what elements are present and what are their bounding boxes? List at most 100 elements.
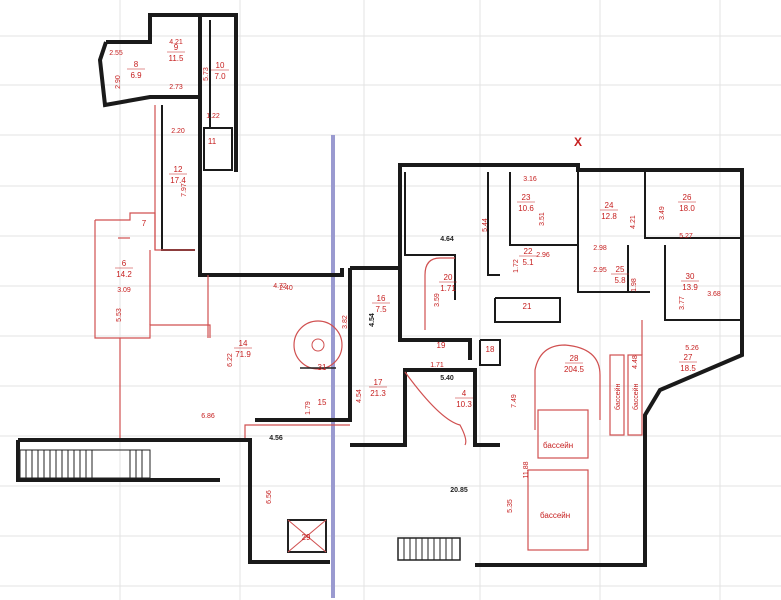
room-number-14: 14 xyxy=(239,339,248,348)
room-number-16: 16 xyxy=(377,294,386,303)
dimension-label: 3.77 xyxy=(679,296,686,310)
room-number-19: 19 xyxy=(437,341,446,350)
dimension-labels: 2.55 2.90 4.21 2.73 5.73 1.22 2.20 7.97 3.09 5.53… xyxy=(109,39,721,513)
dimension-label: 2.55 xyxy=(109,50,123,57)
spiral-stair xyxy=(293,320,343,370)
room-number-20: 20 xyxy=(444,273,453,282)
room-number-23: 23 xyxy=(522,193,531,202)
dimension-label: 2.96 xyxy=(536,252,550,259)
room-number-25: 25 xyxy=(616,265,625,274)
dimension-label: 4.21 xyxy=(169,39,183,46)
pool-label-top: бассейн xyxy=(543,441,573,450)
dimension-label: 7.97 xyxy=(181,183,188,197)
room-area-14: 71.9 xyxy=(235,350,251,359)
dimension-label: 2.20 xyxy=(171,128,185,135)
dimension-label: 1.22 xyxy=(206,113,220,120)
axis-mark: X xyxy=(574,135,582,149)
dimension-label: 3.82 xyxy=(342,315,349,329)
left-partitions xyxy=(94,105,350,441)
dimension-label: 4.54 xyxy=(369,313,376,327)
pool-label-vertical-1: бассейн xyxy=(614,383,622,410)
room-area-28: 204.5 xyxy=(564,365,585,374)
room-labels: 8 6.9 9 11.5 10 7.0 11 12 17.4 7 6 14.2 14 71.9 15 16 7.… xyxy=(115,43,699,542)
lift-29 xyxy=(287,519,327,553)
room-area-17: 21.3 xyxy=(370,389,386,398)
room-area-4: 10.3 xyxy=(456,400,472,409)
room-number-30: 30 xyxy=(686,272,695,281)
dimension-label: 4.48 xyxy=(632,355,639,369)
dimension-label: 1.98 xyxy=(631,278,638,292)
pool-labels: бассейн бассейн бассейн бассейн xyxy=(540,383,640,520)
dimension-label: 5.27 xyxy=(679,233,693,240)
dimension-label: 1.72 xyxy=(513,259,520,273)
room-number-8: 8 xyxy=(134,60,139,69)
dimension-label: 4.21 xyxy=(630,215,637,229)
dimension-label: 4.64 xyxy=(440,236,454,243)
dimension-label: 6.22 xyxy=(227,353,234,367)
room-area-6: 14.2 xyxy=(116,270,132,279)
dimension-label: 2.73 xyxy=(169,84,183,91)
stairs-center xyxy=(397,537,461,561)
dimension-label: 2.90 xyxy=(115,75,122,89)
dimension-label: 3.09 xyxy=(117,287,131,294)
room-area-27: 18.5 xyxy=(680,364,696,373)
dimension-label: 1.71 xyxy=(430,362,444,369)
room-number-24: 24 xyxy=(605,201,614,210)
room-number-31: 31 xyxy=(318,363,327,372)
room-number-22: 22 xyxy=(524,247,533,256)
pool-label-vertical-2: бассейн xyxy=(632,383,640,410)
room-number-28: 28 xyxy=(570,354,579,363)
room-area-24: 12.8 xyxy=(601,212,617,221)
room-area-25: 5.8 xyxy=(614,276,626,285)
room-number-6: 6 xyxy=(122,259,127,268)
dimension-label: 5.44 xyxy=(482,218,489,232)
dimension-label: 4.54 xyxy=(356,389,363,403)
dimension-label: 3.68 xyxy=(707,291,721,298)
dimension-label: 6.86 xyxy=(201,413,215,420)
room-number-15: 15 xyxy=(318,398,327,407)
room-number-26: 26 xyxy=(683,193,692,202)
right-wing-walls xyxy=(398,163,744,567)
dimension-label: 3.49 xyxy=(659,206,666,220)
pool-label-bottom: бассейн xyxy=(540,511,570,520)
dimension-label: 7.49 xyxy=(511,394,518,408)
dimension-label: 5.73 xyxy=(203,67,210,81)
dimension-label: 2.98 xyxy=(593,245,607,252)
dimension-label: 2.95 xyxy=(593,267,607,274)
lower-walls xyxy=(16,266,500,564)
room-area-16: 7.5 xyxy=(375,305,387,314)
dimension-label: 3.59 xyxy=(434,293,441,307)
dimension-label: 20.85 xyxy=(450,487,468,494)
dimension-label: 3.16 xyxy=(523,176,537,183)
dimension-label: 5.26 xyxy=(685,345,699,352)
room-number-18: 18 xyxy=(486,345,495,354)
dimension-label: 5.35 xyxy=(507,499,514,513)
room-area-20: 1.71 xyxy=(440,284,456,293)
room-number-10: 10 xyxy=(216,61,225,70)
room-area-8: 6.9 xyxy=(130,71,142,80)
room-number-7: 7 xyxy=(142,219,147,228)
dimension-label: 4.72 xyxy=(273,283,287,290)
room-area-12: 17.4 xyxy=(170,176,186,185)
room-number-12: 12 xyxy=(174,165,183,174)
room-number-4: 4 xyxy=(462,389,467,398)
room-number-9: 9 xyxy=(174,43,179,52)
room-area-10: 7.0 xyxy=(214,72,226,81)
room-area-9: 11.5 xyxy=(169,54,185,63)
room-area-30: 13.9 xyxy=(682,283,698,292)
room-number-27: 27 xyxy=(684,353,693,362)
dimension-label: 5.53 xyxy=(116,308,123,322)
dimension-label: 4.56 xyxy=(269,435,283,442)
right-partitions xyxy=(404,257,643,551)
dimension-label: 6.56 xyxy=(266,490,273,504)
room-number-29: 29 xyxy=(302,533,311,542)
room-area-23: 10.6 xyxy=(518,204,534,213)
room-area-26: 18.0 xyxy=(679,204,695,213)
stairs-left xyxy=(19,449,151,479)
room-area-22: 5.1 xyxy=(522,258,534,267)
room-number-17: 17 xyxy=(374,378,383,387)
room-number-11: 11 xyxy=(208,137,217,146)
dimension-label: 11.88 xyxy=(523,461,530,478)
